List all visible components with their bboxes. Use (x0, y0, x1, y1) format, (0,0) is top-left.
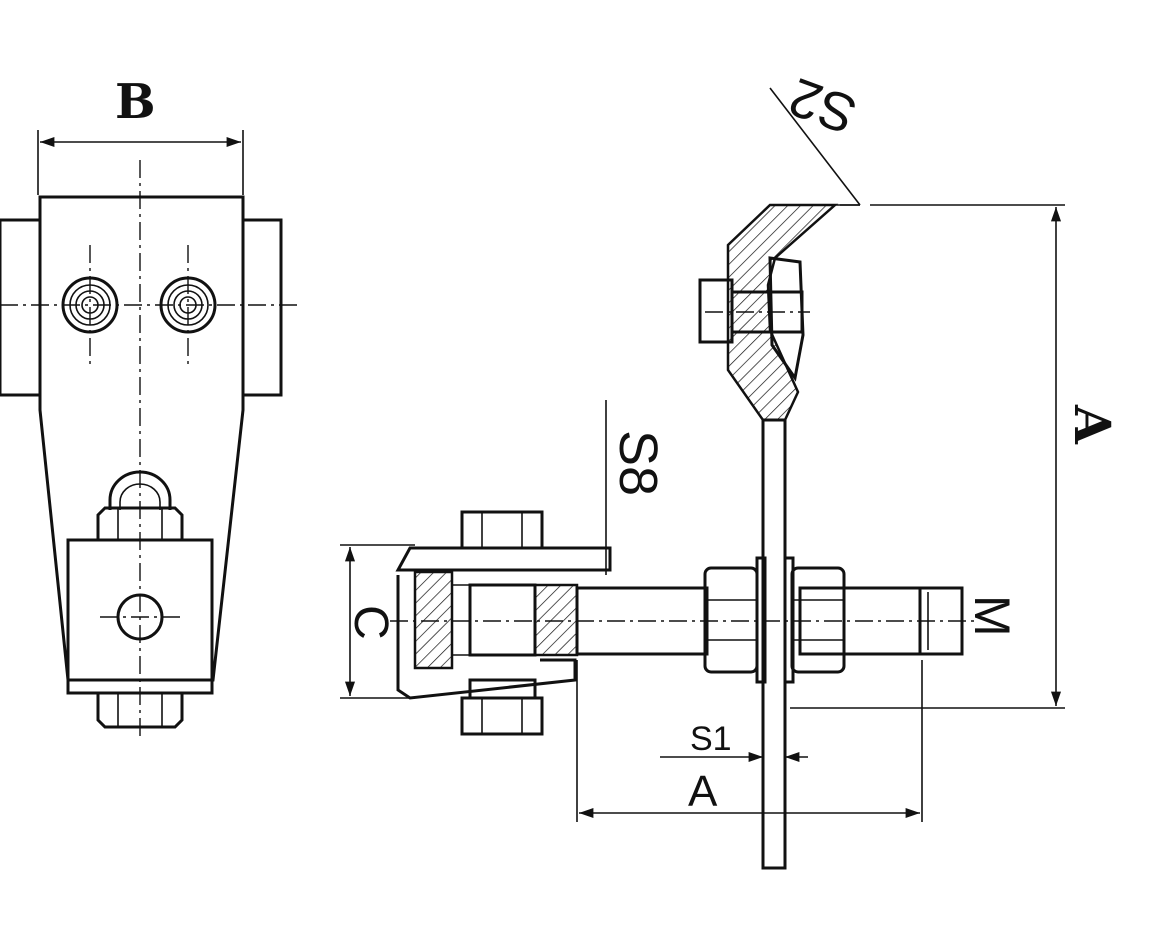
dimension-a-horizontal (576, 660, 923, 822)
dimension-b (37, 130, 244, 195)
label-c: C (344, 605, 397, 640)
dimension-a-vertical (790, 204, 1065, 709)
label-a-horizontal: A (688, 767, 718, 816)
label-m: M (964, 595, 1020, 637)
label-a-vertical: A (1063, 404, 1122, 445)
label-s2: S2 (782, 66, 865, 145)
label-s8: S8 (608, 430, 668, 496)
label-b: B (115, 74, 156, 130)
side-view: A S2 S8 C M S1 A (340, 66, 1122, 870)
dimension-c (340, 544, 415, 699)
label-s1: S1 (690, 720, 732, 758)
front-view: B (0, 74, 300, 740)
